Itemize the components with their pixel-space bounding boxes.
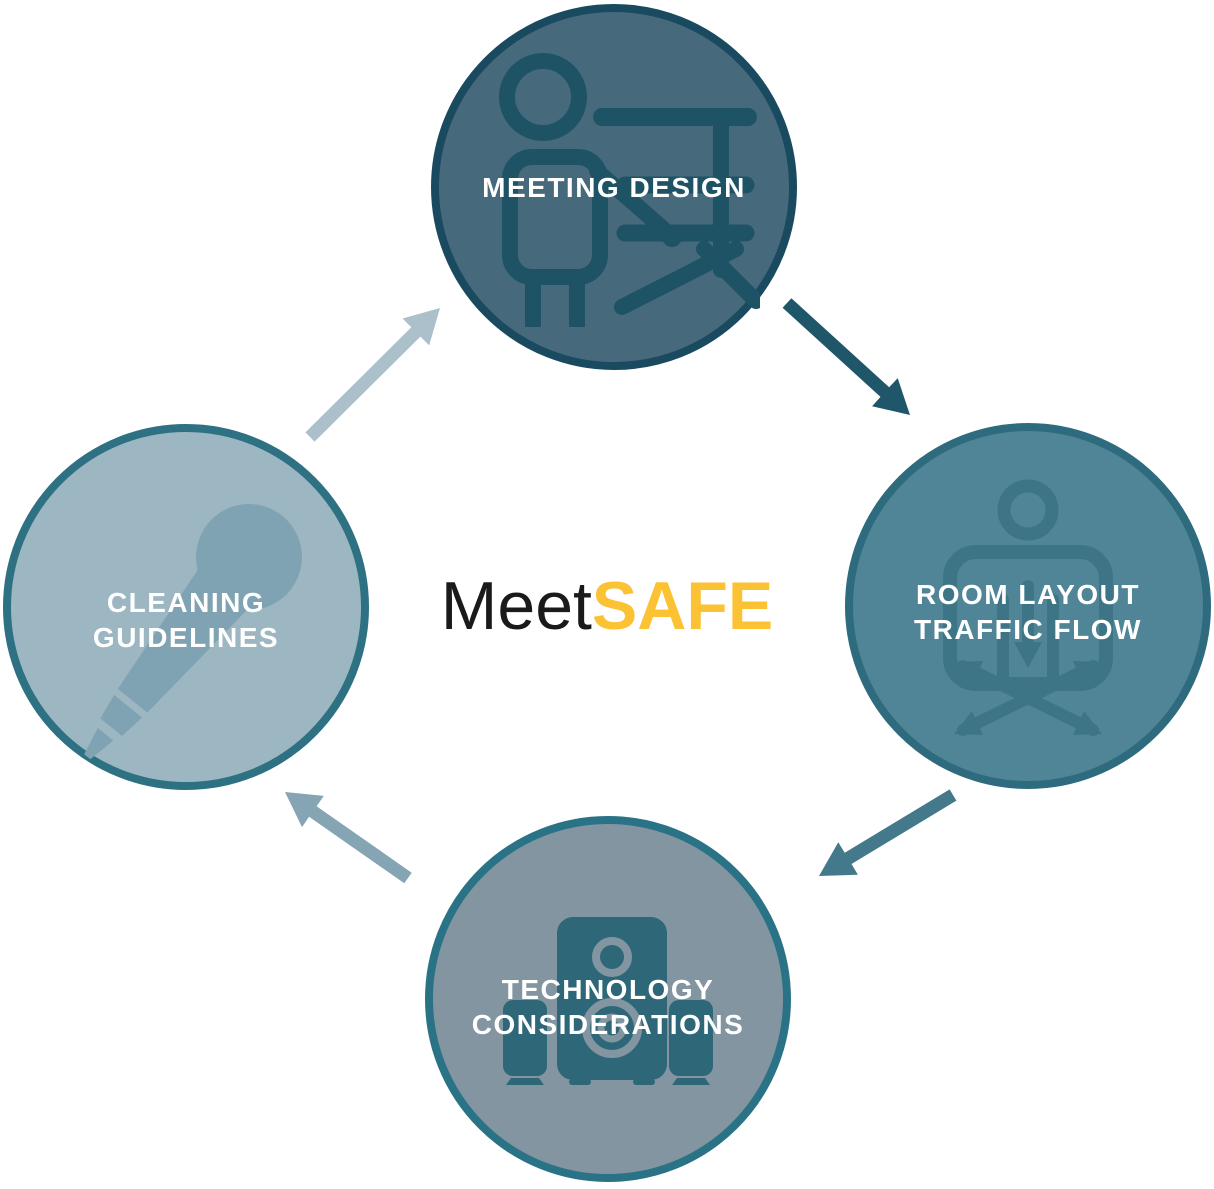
- arrow-technology-to-cleaning: [285, 792, 412, 884]
- arrow-cleaning-to-meeting-design: [305, 308, 440, 442]
- node-label: MEETING DESIGN: [482, 171, 746, 203]
- title-highlight: SAFE: [591, 568, 774, 644]
- node-label-line2: CONSIDERATIONS: [471, 1009, 745, 1040]
- microphone-icon: [84, 504, 302, 760]
- diagram-title: MeetSAFE: [441, 567, 774, 645]
- arrow-room-layout-to-technology: [819, 789, 957, 876]
- node-label-line2: TRAFFIC FLOW: [914, 614, 1142, 645]
- presenter-flipchart-icon: [499, 53, 760, 327]
- node-label-line1: CLEANING: [106, 587, 266, 618]
- node-room-layout-traffic-flow: ROOM LAYOUT TRAFFIC FLOW: [845, 423, 1211, 789]
- node-technology-considerations: TECHNOLOGY CONSIDERATIONS: [425, 816, 791, 1182]
- node-meeting-design: MEETING DESIGN: [431, 4, 797, 370]
- speaker-system-icon: [503, 917, 713, 1085]
- node-label: ROOM LAYOUT TRAFFIC FLOW: [914, 577, 1142, 647]
- node-label: TECHNOLOGY CONSIDERATIONS: [472, 972, 745, 1042]
- node-label-line1: ROOM LAYOUT: [916, 579, 1140, 610]
- person-traffic-arrows-icon: [943, 479, 1113, 736]
- node-label: CLEANING GUIDELINES: [93, 585, 279, 655]
- title-prefix: Meet: [440, 568, 592, 644]
- node-cleaning-guidelines: CLEANING GUIDELINES: [3, 424, 369, 790]
- node-label-line2: GUIDELINES: [92, 622, 280, 653]
- arrow-meeting-design-to-room-layout: [782, 298, 910, 415]
- node-label-line1: TECHNOLOGY: [501, 974, 715, 1005]
